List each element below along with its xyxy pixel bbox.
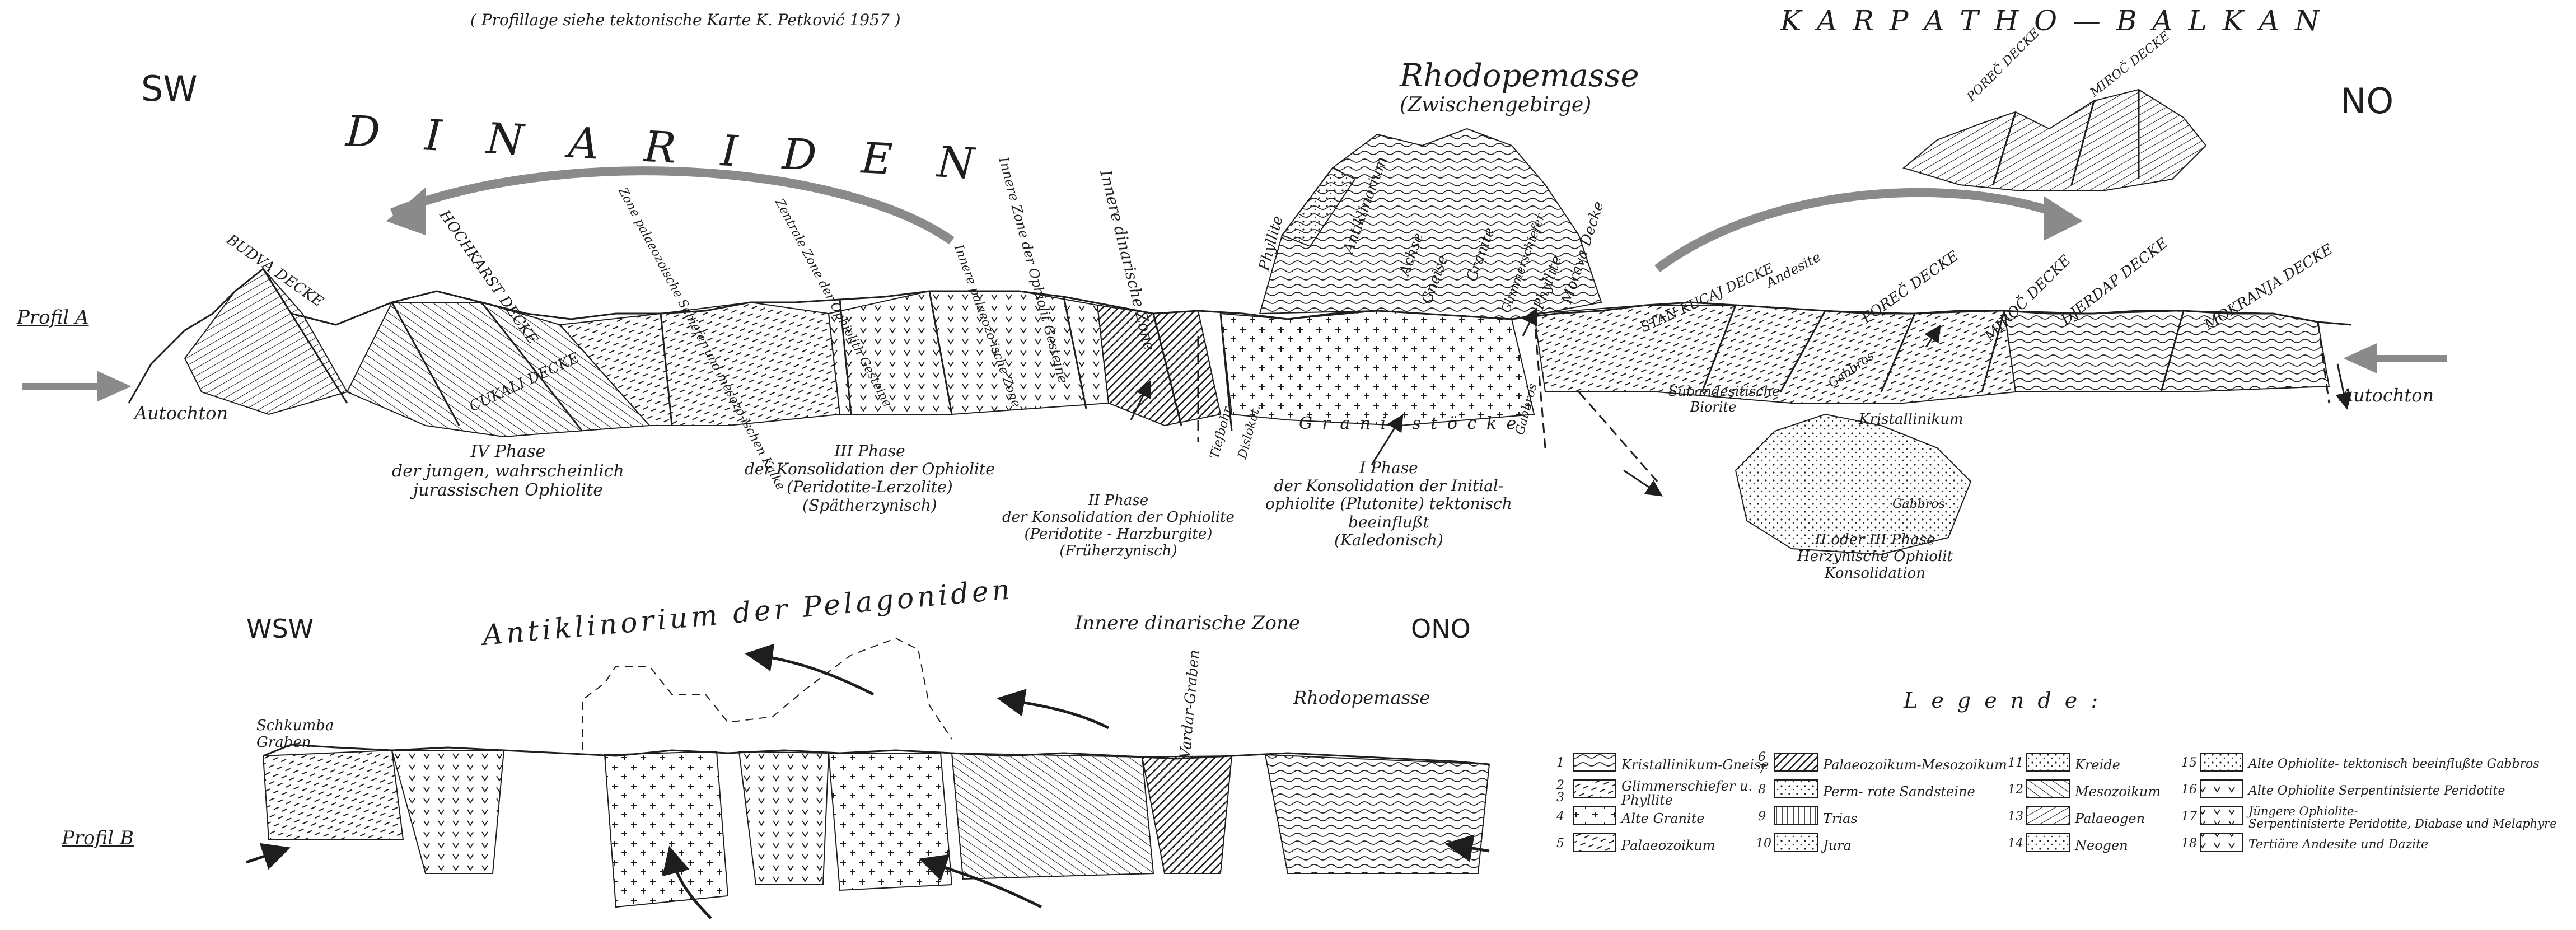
mokranja-body [2004,311,2329,392]
legend-num: 5 [1556,836,1564,850]
zone-granitstocke: G r a n i t s t ö c k e [1299,415,1518,432]
legend-text: Glimmerschiefer u. Phyllite [1621,779,1752,807]
legend-num: 11 [2008,756,2023,770]
profile-a-section [22,129,2447,554]
legend-text: Mesozoikum [2075,784,2161,800]
inner-ophiolite-body [1097,305,1221,426]
phase-i: I Phase der Konsolidation der Initial- o… [1265,459,1512,549]
profile-b-granite-1 [605,751,728,907]
karpatho-arrow [1657,193,2072,269]
push-arrow-left [22,376,123,396]
legend-text: Neogen [2075,838,2128,853]
profile-b-granite-2 [829,753,952,890]
phase-iv: IV Phase der jungen, wahrscheinlich jura… [392,442,624,501]
zone-kristallinikum: Kristallinikum [1859,412,1963,427]
legend-text: Palaeozoikum-Mesozoikum [1823,757,2007,773]
zone-subandesit: Subandesitische Biorite [1668,384,1758,415]
rhodopemasse-b: Rhodopemasse [1293,689,1430,707]
autochton-right: Autochton [2340,386,2434,404]
profile-b-reconstructed [582,638,952,750]
zone-gabbros-3: Gabbros [1892,498,1945,511]
profile-b-pelagonid-2 [739,751,829,885]
legend-num: 16 [2181,783,2197,797]
profile-a-label: Profil A [17,308,89,327]
legend-num: 6 7 [1758,751,1766,776]
profile-b-label: Profil B [62,829,134,848]
profile-b-section [246,638,1489,918]
profile-b-vardar [1142,756,1232,873]
profile-b-rhodope [1265,755,1489,873]
innere-dinarische-zone-b: Innere dinarische Zone [1075,614,1300,633]
legend-text: Alte Ophiolite Serpentinisierte Peridoti… [2248,784,2505,798]
direction-wsw: WSW [246,616,314,642]
legend-num: 18 [2181,836,2197,850]
direction-ono: ONO [1411,616,1471,642]
profile-b-pelagonid-1 [392,750,504,873]
legend-text: Alte Granite [1621,811,1704,826]
legend-num: 17 [2181,810,2197,824]
autochton-left: Autochton [134,404,228,422]
legend-text: Kristallinikum-Gneise [1621,757,1769,773]
push-arrow-right [2351,348,2447,368]
legend-num: 1 [1556,756,1564,770]
legend-num: 10 [1756,836,1771,850]
profile-note: ( Profillage siehe tektonische Karte K. … [470,12,901,28]
legend-text: Trias [1823,811,1858,826]
carpatho-inset [1904,90,2206,190]
legend-text: Tertiäre Andesite und Dazite [2248,838,2428,852]
profile-b-middle [952,753,1153,879]
legend-num: 2 3 [1556,779,1564,804]
phase-ii-iii: II oder III Phase Herzynische Ophiolit K… [1797,532,1953,582]
direction-sw: SW [141,72,198,106]
legend-num: 8 [1758,783,1766,797]
legend-text: Palaeogen [2075,811,2145,826]
legend-text: Kreide [2075,757,2120,773]
schkumba-graben: Schkumba Graben [256,718,334,751]
legend-num: 12 [2008,783,2023,797]
legend-text: Jura [1823,838,1852,853]
granite-body [1221,311,1534,426]
rhodope-subtitle: (Zwischengebirge) [1400,95,1591,115]
legend-num: 4 [1556,810,1564,824]
legend-num: 9 [1758,810,1766,824]
direction-no: NO [2340,84,2393,119]
phase-iii: III Phase der Konsolidation der Ophiolit… [745,442,995,515]
karpatho-arrowhead [2044,196,2083,241]
legend-text: Palaeozoikum [1621,838,1715,853]
legend-text: Perm- rote Sandsteine [1823,784,1975,800]
legend-num: 13 [2008,810,2023,824]
karpatho-balkan-title: K A R P A T H O — B A L K A N [1780,7,2323,35]
budva-body [185,269,347,414]
legend-text: Jüngere Ophiolite- Serpentinisierte Peri… [2248,805,2557,830]
legend-text: Alte Ophiolite- tektonisch beeinflußte G… [2248,757,2540,771]
legend-num: 15 [2181,756,2197,770]
legend-title: L e g e n d e : [1904,690,2101,711]
legend-num: 14 [2008,836,2023,850]
rhodope-title: Rhodopemasse [1400,60,1639,92]
profile-b-schkumba [263,750,403,840]
phase-ii: II Phase der Konsolidation der Ophiolite… [1002,493,1235,560]
